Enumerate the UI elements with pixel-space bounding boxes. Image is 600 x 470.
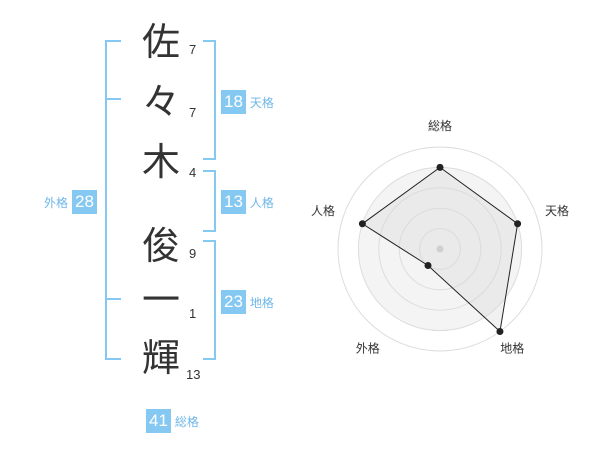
outer-bracket-bottom bbox=[105, 358, 121, 360]
radar-axis-label-5: 人格 bbox=[311, 203, 335, 218]
stroke-count-5: 1 bbox=[189, 306, 197, 321]
name-char-4: 俊 bbox=[141, 224, 180, 268]
gaikaku-label: 外格 bbox=[44, 195, 69, 210]
radar-point-1 bbox=[436, 163, 444, 171]
gaikaku-value: 28 bbox=[72, 190, 97, 214]
outer-bracket-tick bbox=[105, 98, 121, 100]
radar-point-3 bbox=[496, 328, 504, 336]
radar-axis-label-1: 総格 bbox=[428, 118, 452, 133]
chikaku-bracket-top bbox=[203, 240, 216, 242]
chikaku-label: 地格 bbox=[249, 295, 274, 310]
tenkaku-badge: 18 天格 bbox=[221, 90, 278, 114]
jinkaku-badge: 13 人格 bbox=[221, 190, 278, 214]
tenkaku-value: 18 bbox=[221, 90, 246, 114]
stroke-count-3: 4 bbox=[189, 165, 197, 180]
outer-bracket-tick bbox=[105, 298, 121, 300]
jinkaku-bracket-spine bbox=[214, 170, 216, 232]
radar-point-5 bbox=[358, 220, 366, 228]
jinkaku-bracket-bottom bbox=[203, 230, 216, 232]
outer-bracket-spine bbox=[105, 40, 107, 360]
stroke-count-1: 7 bbox=[189, 42, 197, 57]
jinkaku-bracket-top bbox=[203, 170, 216, 172]
radar-axis-label-3: 地格 bbox=[500, 341, 524, 356]
stroke-count-2: 7 bbox=[189, 105, 197, 120]
soukaku-badge: 41 総格 bbox=[146, 409, 203, 433]
soukaku-label: 総格 bbox=[174, 414, 199, 429]
radar-axis-label-4: 外格 bbox=[356, 341, 380, 356]
radar-point-2 bbox=[514, 220, 522, 228]
gaikaku-badge: 外格 28 bbox=[40, 190, 97, 214]
radar-point-4 bbox=[424, 262, 432, 270]
radar-center bbox=[436, 245, 444, 253]
tenkaku-label: 天格 bbox=[249, 95, 274, 110]
name-char-6: 輝 bbox=[141, 336, 180, 380]
chikaku-bracket-spine bbox=[214, 240, 216, 360]
tenkaku-bracket-spine bbox=[214, 40, 216, 160]
chikaku-bracket-bottom bbox=[203, 358, 216, 360]
jinkaku-label: 人格 bbox=[249, 195, 274, 210]
name-char-1: 佐 bbox=[141, 20, 180, 64]
name-char-3: 木 bbox=[141, 140, 180, 184]
tenkaku-bracket-top bbox=[203, 40, 216, 42]
stroke-count-6: 13 bbox=[186, 367, 201, 382]
name-char-5: 一 bbox=[141, 278, 180, 322]
chikaku-badge: 23 地格 bbox=[221, 290, 278, 314]
jinkaku-value: 13 bbox=[221, 190, 246, 214]
tenkaku-bracket-bottom bbox=[203, 158, 216, 160]
soukaku-value: 41 bbox=[146, 409, 171, 433]
stroke-count-4: 9 bbox=[189, 246, 197, 261]
radar-polygon bbox=[361, 166, 519, 333]
radar-axis-label-2: 天格 bbox=[545, 203, 569, 218]
name-char-2: 々 bbox=[141, 80, 180, 124]
chikaku-value: 23 bbox=[221, 290, 246, 314]
outer-bracket-top bbox=[105, 40, 121, 42]
